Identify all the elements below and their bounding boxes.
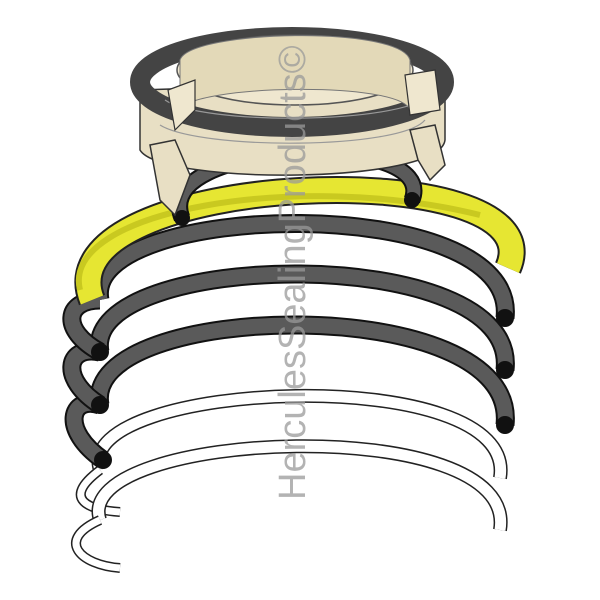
watermark: HerculesSealingProducts© — [272, 45, 314, 500]
wear-ring — [74, 175, 526, 306]
backup-ring-2 — [71, 439, 508, 573]
piston-seal — [130, 27, 454, 217]
o-ring-1 — [62, 214, 515, 361]
backup-ring-1 — [75, 389, 508, 517]
